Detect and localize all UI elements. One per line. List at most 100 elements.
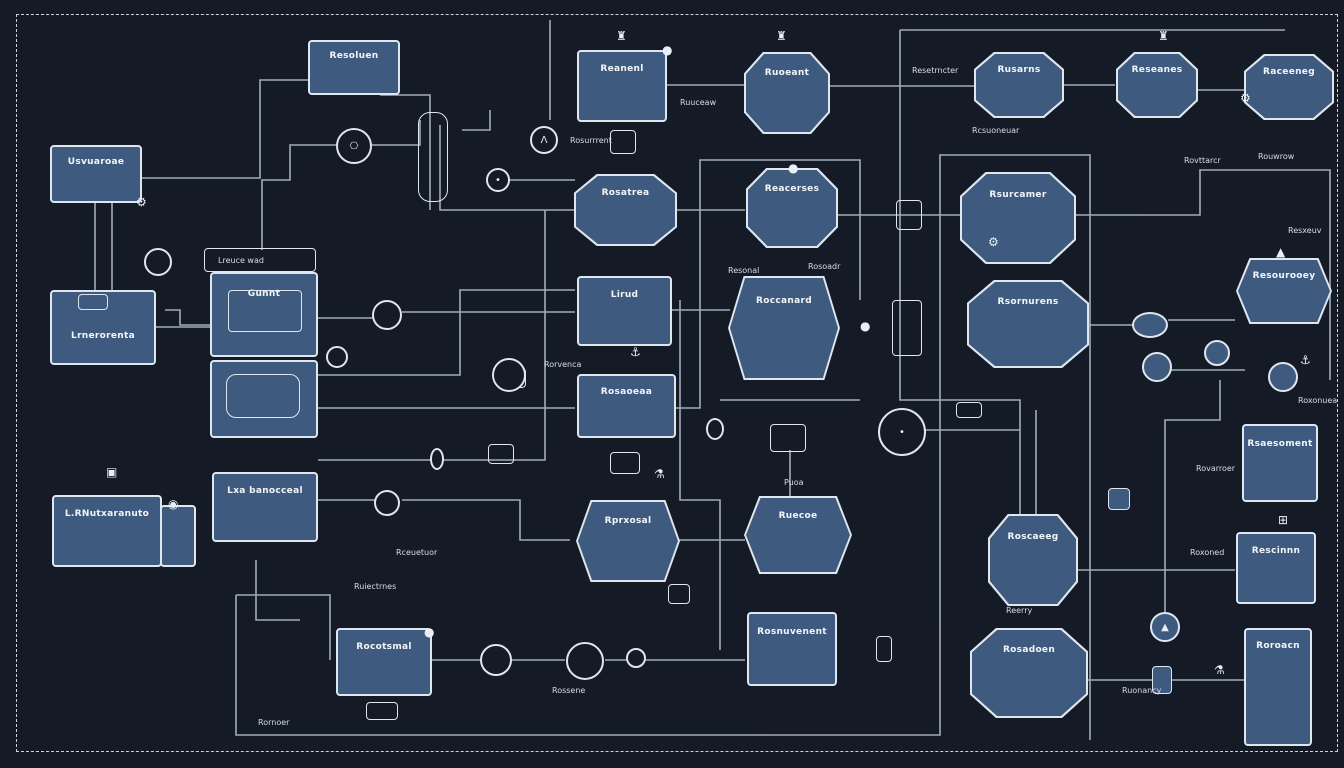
small-box[interactable] [956, 402, 982, 418]
node-label: Rocotsmal [356, 641, 412, 652]
anchor-icon: ⚓ [1300, 353, 1311, 367]
dot-icon: ● [662, 43, 673, 57]
node-label: Rusarns [997, 65, 1041, 76]
edge-tag: Rossene [552, 686, 586, 695]
node-roroacn[interactable]: Roroacn [1244, 628, 1312, 746]
node-roscaeeg[interactable]: Roscaeeg [990, 516, 1076, 604]
edge-tag: Roxoned [1190, 548, 1225, 557]
connector-circle[interactable] [492, 358, 526, 392]
small-box[interactable] [78, 294, 108, 310]
node-ruoeant[interactable]: Ruoeant [746, 54, 828, 132]
small-box[interactable] [770, 424, 806, 452]
node-rescinnn[interactable]: Rescinnn [1236, 532, 1316, 604]
node-side-block[interactable] [160, 505, 196, 567]
connector-circle[interactable] [326, 346, 348, 368]
server-box[interactable] [892, 300, 922, 356]
anchor-icon: ⚓ [630, 345, 641, 359]
node-label: Rosatrea [601, 188, 650, 199]
node-lrnerorenta[interactable]: Lrnerorenta [50, 290, 156, 365]
node-label: Gunnt [247, 288, 281, 299]
connector-circle[interactable]: ▲ [1150, 612, 1180, 642]
up-arrow-icon: Λ [540, 134, 548, 146]
node-ruecoe[interactable]: Ruecoe [746, 498, 850, 572]
edge-tag: Rosurrrent [570, 136, 612, 145]
server-box[interactable] [896, 200, 922, 230]
node-label: Roroacn [1256, 641, 1300, 652]
node-reanenl[interactable]: Reanenl [577, 50, 667, 122]
node-gunnt[interactable]: Gunnt [210, 272, 318, 357]
node-rusarns[interactable]: Rusarns [976, 54, 1062, 116]
connector-circle[interactable] [144, 248, 172, 276]
node-l-rnutxaranuto[interactable]: L.RNutxaranuto [52, 495, 162, 567]
edge-tag: Rouwrow [1258, 152, 1295, 161]
connector-circle[interactable] [1142, 352, 1172, 382]
node-roccanard[interactable]: Roccanard [730, 278, 838, 378]
connector-circle[interactable] [430, 448, 444, 470]
node-resoluen[interactable]: Resoluen [308, 40, 400, 95]
connector-circle[interactable] [480, 644, 512, 676]
small-box[interactable] [876, 636, 892, 662]
pin-icon: ♜ [776, 29, 787, 43]
connector-circle[interactable]: Λ [530, 126, 558, 154]
edge-tag: Resonal [728, 266, 760, 275]
connector-circle[interactable] [374, 490, 400, 516]
edge-tag: Rovarroer [1196, 464, 1236, 473]
connector-circle[interactable] [372, 300, 402, 330]
dot-icon: • [495, 174, 501, 186]
node-rsurcamer[interactable]: Rsurcamer [962, 174, 1074, 262]
node-reacerses[interactable]: Reacerses [748, 170, 836, 246]
node-rocotsmal[interactable]: Rocotsmal [336, 628, 432, 696]
lock-icon: ◉ [168, 497, 179, 511]
node-rosnuvenent[interactable]: Rosnuvenent [747, 612, 837, 686]
edge-tag: Ruonancy [1122, 686, 1162, 695]
small-box[interactable] [1108, 488, 1130, 510]
edge-tag: Resxeuv [1288, 226, 1322, 235]
node-raceeneg[interactable]: Raceeneg [1246, 56, 1332, 118]
node-label: Lxa banocceal [227, 485, 303, 496]
node-rosaoeaa[interactable]: Rosaoeaa [577, 374, 676, 438]
node-label: Raceeneg [1263, 67, 1315, 78]
node-rsornurens[interactable]: Rsornurens [969, 282, 1087, 366]
connector-circle[interactable] [626, 648, 646, 668]
connector-circle[interactable] [566, 642, 604, 680]
node-label: Ruecoe [778, 511, 818, 522]
edge-tag: Rornoer [258, 718, 290, 727]
connector-circle[interactable] [1268, 362, 1298, 392]
connector-circle[interactable]: • [486, 168, 510, 192]
node-label: Ruoeant [764, 68, 810, 79]
small-box[interactable] [668, 584, 690, 604]
device-icon: ▣ [106, 465, 118, 479]
connector-icon: ⊞ [1278, 513, 1289, 527]
cylinder-store[interactable] [418, 112, 448, 202]
pin-icon: ♜ [616, 29, 627, 43]
hub-circle[interactable]: • [878, 408, 926, 456]
dot-icon: ● [860, 319, 871, 333]
small-box[interactable] [610, 452, 640, 474]
node-rosadoen[interactable]: Rosadoen [972, 630, 1086, 716]
node-label: Lrnerorenta [71, 331, 135, 342]
small-box[interactable] [488, 444, 514, 464]
node-reseanes[interactable]: Reseanes [1118, 54, 1196, 116]
connector-circle[interactable] [1204, 340, 1230, 366]
small-box[interactable] [366, 702, 398, 720]
node-usvuaroae[interactable]: Usvuaroae [50, 145, 142, 203]
pin-icon: ▲ [1276, 245, 1286, 259]
node-lxa-banocceal[interactable]: Lxa banocceal [212, 472, 318, 542]
dot-icon: • [899, 426, 905, 438]
node-rosatrea[interactable]: Rosatrea [576, 176, 675, 244]
small-box[interactable] [610, 130, 636, 154]
node-rprxosal[interactable]: Rprxosal [578, 502, 678, 580]
edge-tag: Rcsuoneuar [972, 126, 1020, 135]
edge-tag: Reerry [1006, 606, 1033, 615]
small-box[interactable] [1152, 666, 1172, 694]
node-resourooey[interactable]: Resourooey [1238, 260, 1330, 322]
connector-circle[interactable] [1132, 312, 1168, 338]
edge-tag: Rceuetuor [396, 548, 438, 557]
node-lirud[interactable]: Lirud [577, 276, 672, 346]
node-rsaesoment[interactable]: Rsaesoment [1242, 424, 1318, 502]
node-label: Reanenl [600, 64, 644, 75]
connector-circle[interactable] [706, 418, 724, 440]
node-label: Rsornurens [997, 297, 1059, 308]
node-screen[interactable] [210, 360, 318, 438]
connector-circle[interactable]: ⎔ [336, 128, 372, 164]
